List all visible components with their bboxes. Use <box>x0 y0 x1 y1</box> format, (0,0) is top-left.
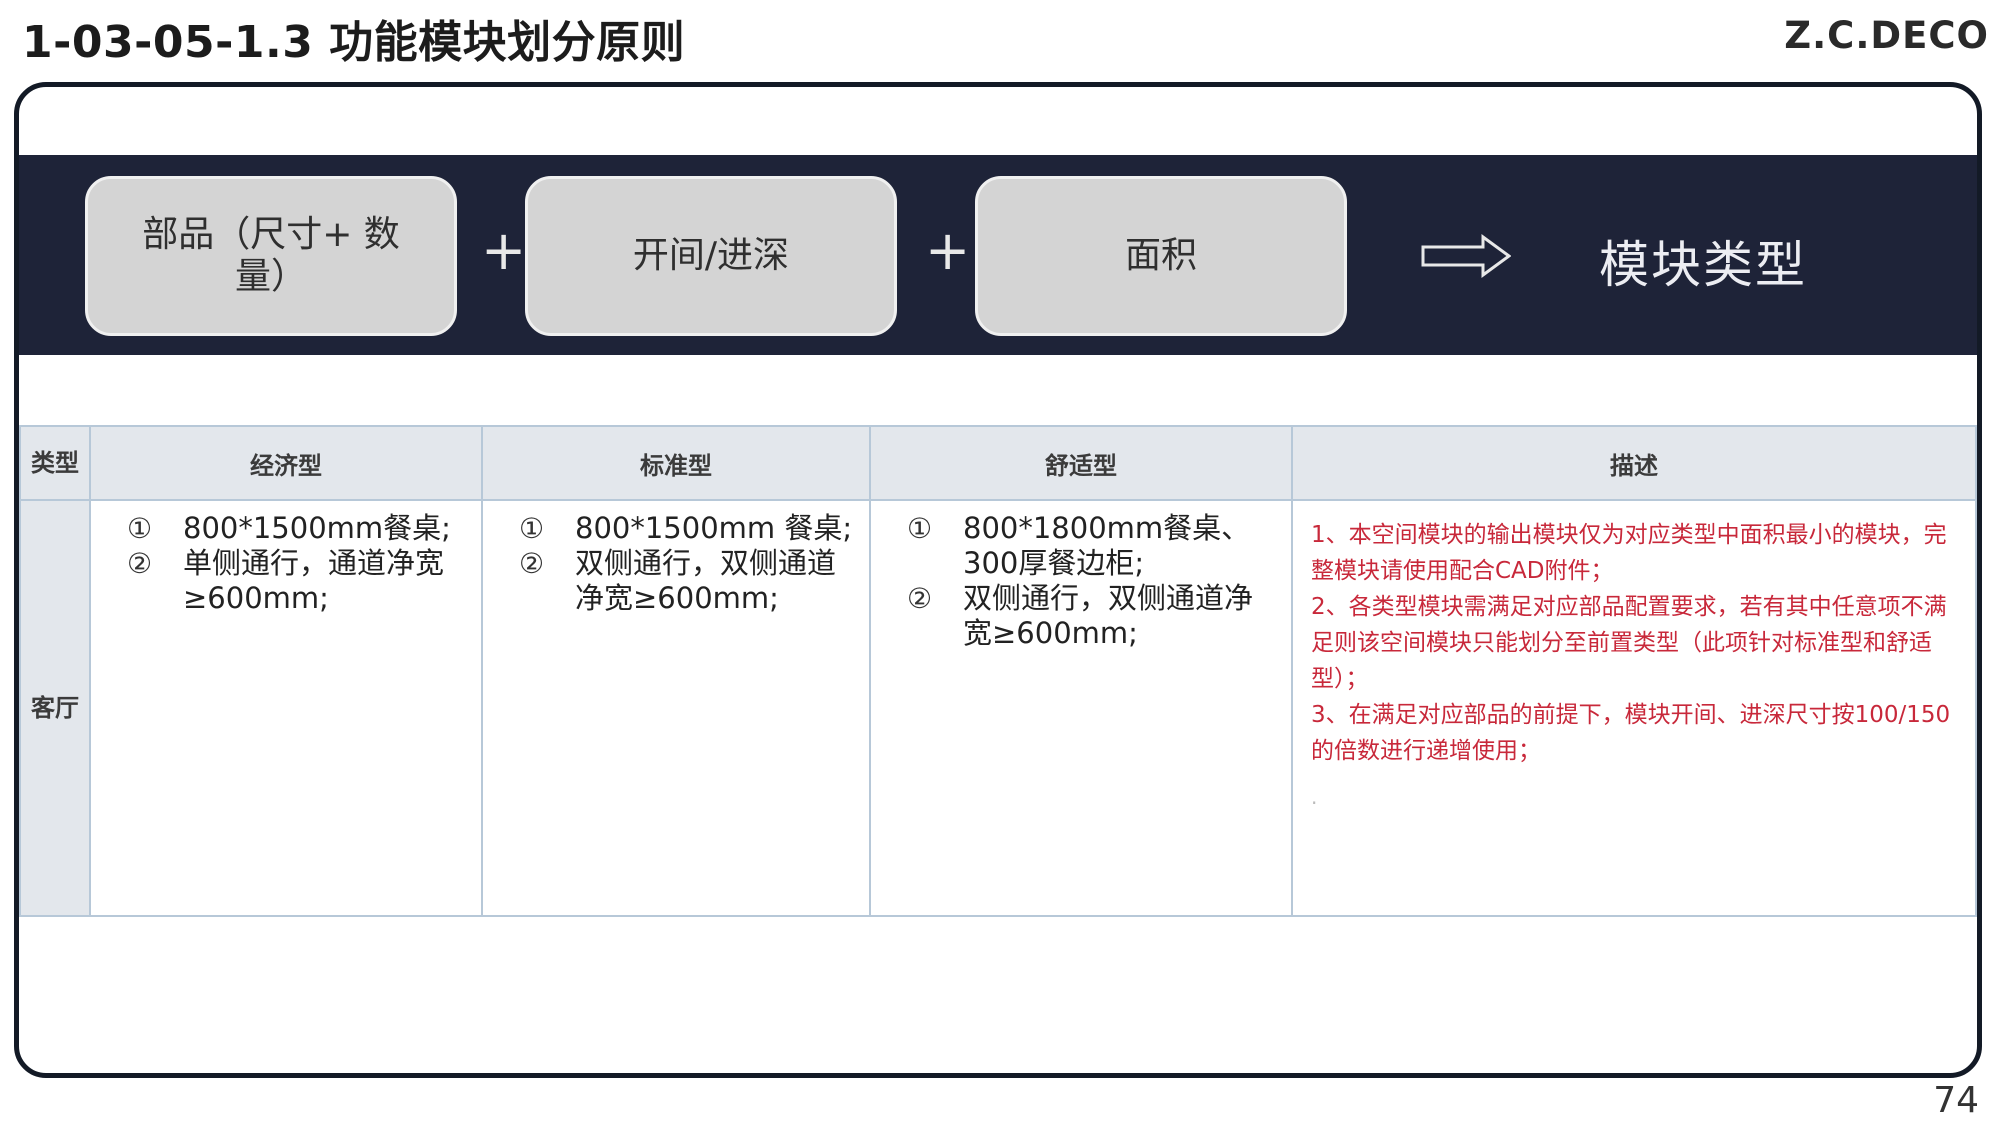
double-right-arrow-icon <box>1421 234 1511 278</box>
formula-band: 部品（尺寸+ 数量） + 开间/进深 + 面积 模块类型 <box>19 155 1977 355</box>
circled-number: ② <box>127 547 153 580</box>
circled-number: ① <box>127 512 153 545</box>
cell-description: 1、本空间模块的输出模块仅为对应类型中面积最小的模块，完整模块请使用配合CAD附… <box>1291 499 1977 917</box>
column-header-standard: 标准型 <box>481 425 871 501</box>
trailing-mark: . <box>1311 785 1318 809</box>
list-item: ① 800*1500mm餐桌; <box>127 511 471 546</box>
formula-result: 模块类型 <box>1599 236 1807 294</box>
item-text: 800*1800mm餐桌、300厚餐边柜; <box>963 511 1251 580</box>
description-note-1: 1、本空间模块的输出模块仅为对应类型中面积最小的模块，完整模块请使用配合CAD附… <box>1311 522 1947 584</box>
list-item: ② 单侧通行，通道净宽≥600mm; <box>127 546 471 616</box>
brand-logo: Z.C.DECO <box>1784 14 1989 57</box>
table-row: 客厅 ① 800*1500mm餐桌; ② 单侧通行，通道净宽≥600mm; ① 800… <box>19 499 1977 917</box>
circled-number: ① <box>519 512 545 545</box>
description-note-2: 2、各类型模块需满足对应部品配置要求，若有其中任意项不满足则该空间模块只能划分至… <box>1311 594 1947 692</box>
plus-operator: + <box>481 219 527 282</box>
table-header-row: 类型 经济型 标准型 舒适型 描述 <box>19 425 1977 501</box>
item-text: 双侧通行，双侧通道净宽≥600mm; <box>963 581 1254 650</box>
module-rules-table: 类型 经济型 标准型 舒适型 描述 客厅 ① 800*1500mm餐桌; ② 单侧通… <box>19 425 1977 917</box>
cell-economy: ① 800*1500mm餐桌; ② 单侧通行，通道净宽≥600mm; <box>89 499 483 917</box>
row-label-living-room: 客厅 <box>19 499 91 917</box>
row-label-text: 客厅 <box>31 694 79 722</box>
formula-part-area: 面积 <box>975 176 1347 336</box>
formula-part-components: 部品（尺寸+ 数量） <box>85 176 457 336</box>
content-frame: 部品（尺寸+ 数量） + 开间/进深 + 面积 模块类型 类型 经济型 标准型 … <box>14 82 1982 1078</box>
list-item: ① 800*1800mm餐桌、300厚餐边柜; <box>907 511 1281 581</box>
circled-number: ② <box>907 582 933 615</box>
page-title: 1-03-05-1.3 功能模块划分原则 <box>22 17 686 68</box>
column-header-economy: 经济型 <box>89 425 483 501</box>
column-header-comfort: 舒适型 <box>869 425 1293 501</box>
list-item: ② 双侧通行，双侧通道净宽≥600mm; <box>519 546 859 616</box>
plus-operator: + <box>925 219 971 282</box>
list-item: ② 双侧通行，双侧通道净宽≥600mm; <box>907 581 1281 651</box>
cell-comfort: ① 800*1800mm餐桌、300厚餐边柜; ② 双侧通行，双侧通道净宽≥600m… <box>869 499 1293 917</box>
circled-number: ① <box>907 512 933 545</box>
list-item: ① 800*1500mm 餐桌; <box>519 511 859 546</box>
formula-part-bay-depth: 开间/进深 <box>525 176 897 336</box>
column-header-description: 描述 <box>1291 425 1977 501</box>
item-text: 800*1500mm餐桌; <box>183 511 451 545</box>
item-text: 800*1500mm 餐桌; <box>575 511 853 545</box>
description-note-3: 3、在满足对应部品的前提下，模块开间、进深尺寸按100/150的倍数进行递增使用… <box>1311 702 1951 764</box>
circled-number: ② <box>519 547 545 580</box>
type-header-label: 类型 <box>31 449 79 477</box>
item-text: 双侧通行，双侧通道净宽≥600mm; <box>575 546 837 615</box>
type-column-header: 类型 <box>19 425 91 501</box>
item-text: 单侧通行，通道净宽≥600mm; <box>183 546 445 615</box>
page-number: 74 <box>1933 1080 1979 1121</box>
cell-standard: ① 800*1500mm 餐桌; ② 双侧通行，双侧通道净宽≥600mm; <box>481 499 871 917</box>
